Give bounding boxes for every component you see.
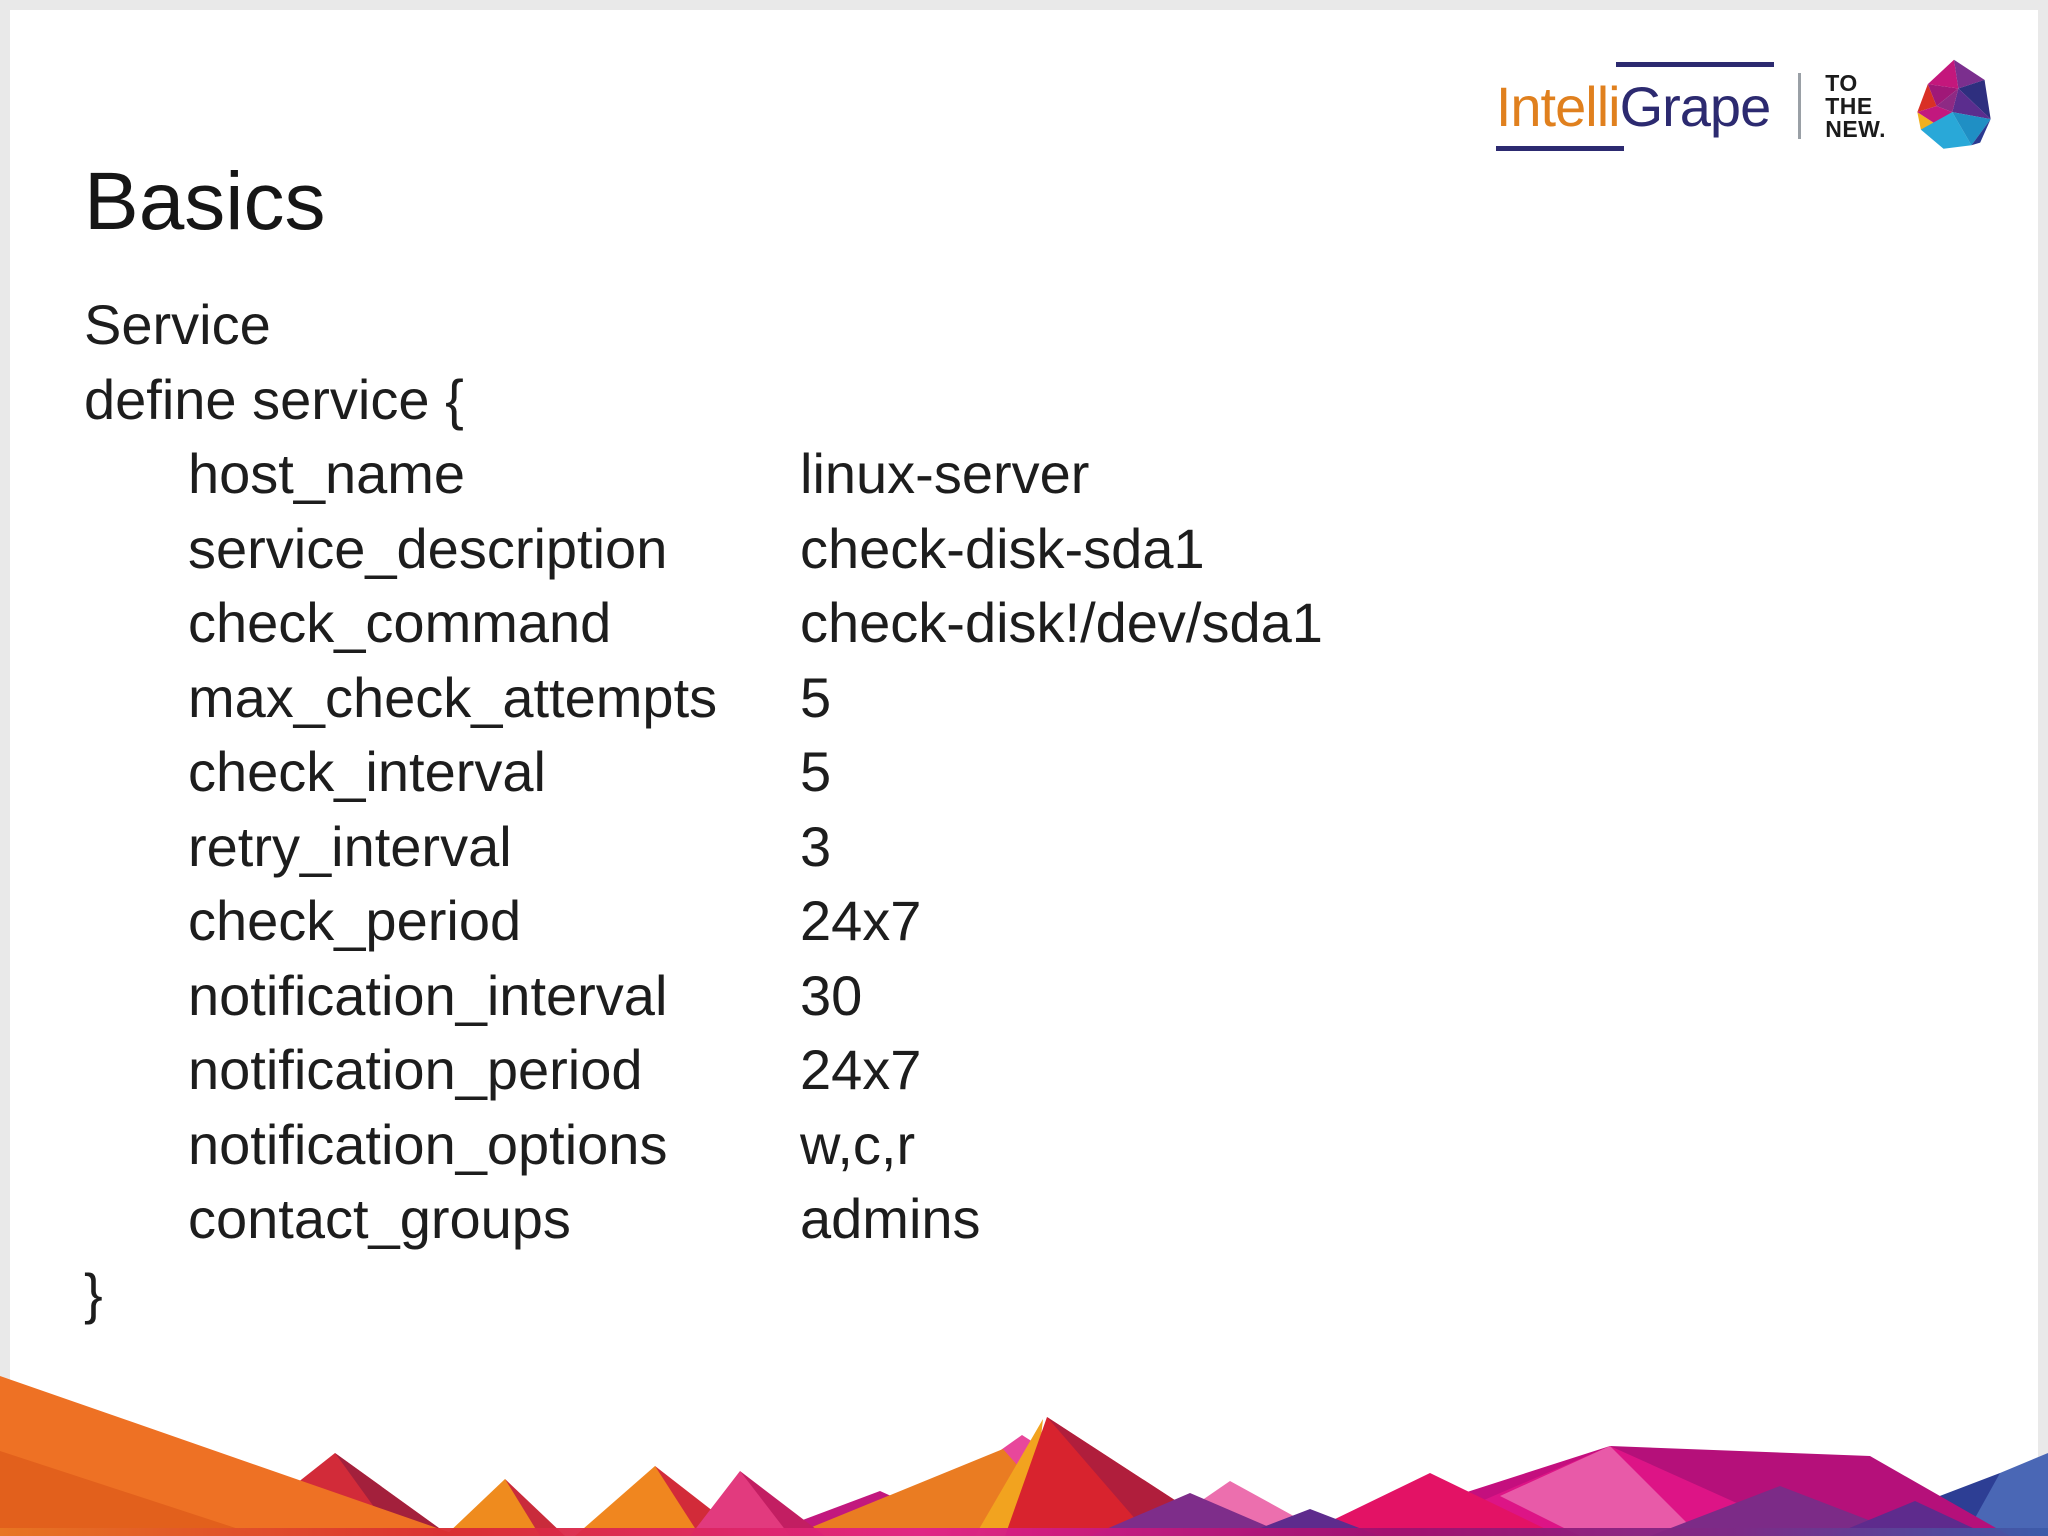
param-label: max_check_attempts: [188, 665, 718, 729]
intro-line-define: define service {: [84, 363, 1998, 438]
intelligrape-logo: IntelliGrape: [1495, 60, 1775, 153]
param-row-notification-period: notification_period 24x7: [84, 1033, 1998, 1108]
param-row-check-command: check_command check-disk!/dev/sda1: [84, 586, 1998, 661]
param-row-retry-interval: retry_interval 3: [84, 810, 1998, 885]
param-label: check_interval: [188, 740, 546, 803]
intro-line-define-text: define service {: [84, 367, 464, 431]
param-value: 5: [800, 740, 832, 803]
param-row-check-interval: check_interval 5: [84, 735, 1998, 810]
logo-text-intelli: Intelli: [1495, 74, 1621, 138]
param-label: service_description: [188, 516, 668, 580]
closing-brace-text: }: [84, 1261, 103, 1325]
param-label: contact_groups: [188, 1187, 571, 1250]
param-label: notification_period: [188, 1038, 643, 1101]
param-value: w,c,r: [800, 1112, 916, 1176]
tagline-new: NEW.: [1825, 115, 1886, 142]
param-label: host_name: [188, 442, 466, 505]
param-row-check-period: check_period 24x7: [84, 884, 1998, 959]
logo-overline: [1615, 61, 1775, 67]
param-value: check-disk-sda1: [800, 516, 1205, 580]
intro-line-service: Service: [84, 288, 1998, 363]
intro-line-service-text: Service: [84, 293, 271, 356]
param-label: retry_interval: [188, 814, 512, 878]
logo-underline: [1495, 145, 1624, 151]
param-row-max-check-attempts: max_check_attempts 5: [84, 661, 1998, 736]
logo-text-grape: Grape: [1619, 74, 1772, 138]
param-row-service-description: service_description check-disk-sda1: [84, 512, 1998, 587]
tagline-the: THE: [1825, 92, 1873, 119]
param-row-notification-options: notification_options w,c,r: [84, 1108, 1998, 1183]
param-value: linux-server: [800, 442, 1090, 505]
param-value: 24x7: [800, 1038, 922, 1101]
param-label: notification_options: [188, 1112, 668, 1176]
param-label: check_command: [188, 591, 612, 654]
service-definition-block: Service define service { host_name linux…: [84, 288, 1998, 1331]
param-value: check-disk!/dev/sda1: [800, 591, 1323, 654]
param-value: 5: [800, 665, 832, 729]
param-row-notification-interval: notification_interval 30: [84, 959, 1998, 1034]
footer-polygon-art: [0, 1376, 2048, 1536]
intelligrape-wordmark: IntelliGrape: [1495, 74, 1772, 139]
page-title: Basics: [84, 156, 326, 247]
closing-brace-line: }: [84, 1257, 1998, 1332]
tagline-to: TO: [1825, 69, 1858, 96]
param-value: 30: [800, 963, 863, 1027]
param-value: 24x7: [800, 889, 922, 952]
param-value: 3: [800, 814, 832, 878]
param-row-host-name: host_name linux-server: [84, 437, 1998, 512]
param-row-contact-groups: contact_groups admins: [84, 1182, 1998, 1257]
param-label: notification_interval: [188, 963, 668, 1027]
param-value: admins: [800, 1187, 981, 1250]
param-label: check_period: [188, 889, 522, 952]
logo-divider: [1798, 73, 1802, 139]
to-the-new-gem-icon: [1917, 59, 1991, 149]
